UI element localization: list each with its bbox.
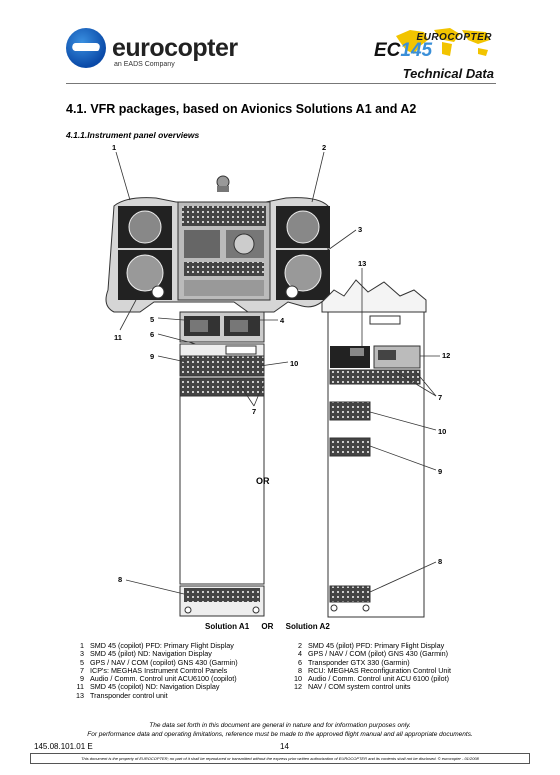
page-number: 14 [280,742,289,751]
callout-6: 6 [150,330,154,339]
callout-10a: 10 [290,359,298,368]
callout-2: 2 [322,143,326,152]
copyright-notice: This document is the property of EUROCOP… [30,753,530,764]
legend-num: 7 [80,665,84,675]
solution-a2-label: Solution A2 [285,622,330,631]
legend-text: ICP's: MEGHAS Instrument Control Panels [90,665,228,675]
legend-text: GPS / NAV / COM (copilot) GNS 430 (Garmi… [90,657,238,667]
callout-12: 12 [442,351,450,360]
callout-10b: 10 [438,427,446,436]
legend-num: 12 [294,682,302,692]
legend-text: RCU: MEGHAS Reconfiguration Control Unit [308,665,452,675]
disclaimer-line-2: For performance data and operating limit… [87,731,473,738]
section-subtitle: 4.1.1.Instrument panel overviews [66,130,200,140]
section-label: Technical Data [402,66,494,81]
legend-text: Transponder GTX 330 (Garmin) [308,657,410,667]
or-label: OR [256,476,270,486]
world-map-icon [396,28,490,56]
solution-a1-label: Solution A1 [205,622,250,631]
legend-text: NAV / COM system control units [308,682,411,692]
legend-text: Audio / Comm. Control unit ACU 6100 (pil… [308,674,450,684]
eurocopter-emblem-icon [66,28,106,68]
legend-text: SMD 45 (copilot) ND: Navigation Display [90,682,220,692]
model-prefix: EC [374,40,401,61]
ec145-logo: EUROCOPTER EC145 Technical Data [372,24,496,84]
document-number: 145.08.101.01 E [34,742,93,751]
legend-num: 6 [298,657,302,667]
callout-1: 1 [112,143,116,152]
callout-11: 11 [114,333,122,342]
eurocopter-logo: eurocopter an EADS Company [66,28,246,72]
legend-num: 2 [298,641,302,650]
disclaimer-line-1: The data set forth in this document are … [149,722,411,729]
callout-7a: 7 [252,407,256,416]
legend-num: 1 [80,641,84,650]
legend-num: 13 [76,690,84,700]
company-logo-text: eurocopter [112,34,238,62]
legend-num: 4 [298,649,302,659]
callout-8b: 8 [438,557,442,566]
instrument-panel-figure: 1 2 3 4 5 6 7 7 8 8 9 9 10 10 11 12 13 O… [105,143,450,618]
legend-text: SMD 45 (copilot) PFD: Primary Flight Dis… [90,641,234,650]
callout-9b: 9 [438,467,442,476]
header-rule [66,83,496,84]
model-name: EC145 [374,40,432,62]
callout-4: 4 [280,316,285,325]
callout-8a: 8 [118,575,122,584]
legend-text: SMD 45 (pilot) PFD: Primary Flight Displ… [308,641,445,650]
callout-9a: 9 [150,352,154,361]
legend-num: 3 [80,649,84,659]
legend-num: 10 [294,674,302,684]
solution-labels: Solution A1 OR Solution A2 [205,622,340,631]
legend-num: 5 [80,657,84,667]
panel-a1 [105,175,330,617]
legend: 1 SMD 45 (copilot) PFD: Primary Flight Di… [66,641,506,700]
company-sub: an EADS Company [114,61,175,68]
page-title: 4.1. VFR packages, based on Avionics Sol… [66,102,417,116]
legend-num: 8 [298,665,302,675]
legend-text: GPS / NAV / COM (pilot) GNS 430 (Garmin) [308,649,449,659]
legend-text: Audio / Comm. Control unit ACU6100 (copi… [90,674,237,684]
model-number: 145 [400,40,433,61]
brand-small: EUROCOPTER [416,32,492,43]
solution-or-label: OR [261,622,274,631]
callout-3: 3 [358,225,362,234]
legend-num: 9 [80,674,84,684]
legend-text: SMD 45 (pilot) ND: Navigation Display [90,649,212,659]
panel-a2 [321,279,427,618]
callout-13: 13 [358,259,366,268]
legend-num: 11 [76,682,84,692]
callout-5: 5 [150,315,154,324]
callout-7b: 7 [438,393,442,402]
legend-text: Transponder control unit [90,690,168,700]
leader-lines [115,151,440,595]
